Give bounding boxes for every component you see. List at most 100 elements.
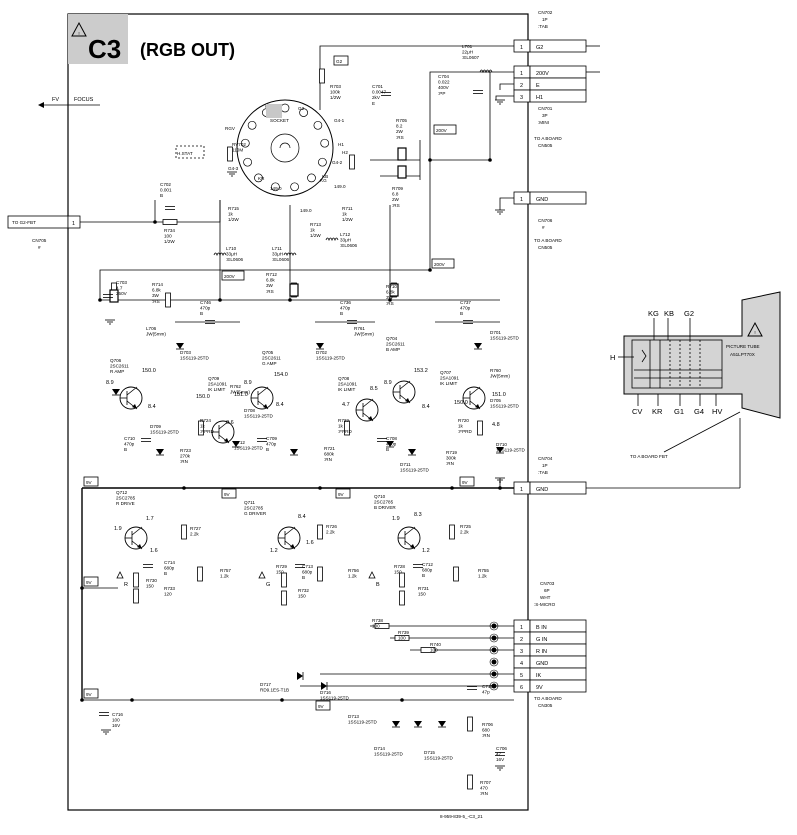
label-l712: L712	[340, 232, 351, 237]
transistor-q706	[119, 386, 143, 410]
svg-text:A51LPT70X: A51LPT70X	[730, 352, 755, 357]
label-r722: 1k	[338, 424, 344, 429]
label-q708: IK LIMIT	[338, 387, 356, 392]
label-c712: 680p	[422, 568, 433, 573]
label-c710: B	[124, 447, 127, 452]
label-r714: :RS	[152, 299, 160, 304]
svg-text:KR: KR	[258, 176, 265, 181]
label-r740: 100	[430, 648, 438, 653]
label-q706: R AMP	[110, 369, 124, 374]
voltage-q707_b: 151.0	[492, 392, 506, 398]
svg-text:2: 2	[520, 637, 523, 643]
label-r720: R720	[458, 418, 469, 423]
svg-text:9V: 9V	[462, 480, 469, 485]
svg-text:200V: 200V	[224, 274, 236, 279]
label-c716: 100	[112, 718, 120, 723]
label-r725: R725	[460, 524, 471, 529]
svg-text:149.0: 149.0	[334, 184, 346, 189]
label-l706: JW(5mm)	[146, 332, 166, 337]
label-l706: L706	[146, 326, 157, 331]
label-r724: :FPRD	[200, 429, 214, 434]
svg-text:3P: 3P	[542, 113, 548, 118]
label-c736: C736	[340, 300, 351, 305]
label-q709: IK LIMIT	[208, 387, 226, 392]
label-r723: 270k	[180, 454, 191, 459]
svg-text:1: 1	[520, 197, 523, 203]
label-r729: 150	[276, 570, 284, 575]
label-c708: 470p	[386, 442, 397, 447]
label-l710: :EL0606	[226, 257, 244, 262]
svg-text:H2: H2	[342, 150, 348, 155]
label-r734: 1/2W	[164, 239, 175, 244]
label-r732: 150	[298, 594, 306, 599]
label-c704: :PP	[438, 91, 445, 96]
label-r721: 680k	[324, 452, 335, 457]
voltage-ik_b: B	[376, 582, 380, 588]
svg-text:1: 1	[72, 221, 75, 227]
svg-text:KR: KR	[652, 407, 663, 416]
label-c736: 470p	[340, 306, 351, 311]
svg-text:TO G2-FBT: TO G2-FBT	[12, 220, 36, 225]
label-c706: C706	[496, 746, 507, 751]
label-rv702: RV702	[232, 142, 246, 147]
svg-text:1: 1	[520, 45, 523, 51]
cn704: CN704 1P :TAB 1 GND	[513, 456, 587, 495]
label-r730: R730	[146, 578, 157, 583]
label-q711: 2SC2785	[244, 506, 264, 511]
label-d716: D716	[320, 690, 331, 695]
label-d701: 1SS119-25TD	[490, 336, 519, 341]
transistor-q711	[277, 526, 301, 550]
svg-text::TAB: :TAB	[538, 470, 548, 475]
label-c701: 0.0047	[372, 90, 386, 95]
label-q704: Q704	[386, 336, 398, 341]
label-r719: 300k	[446, 456, 457, 461]
cn705: TO G2-FBT 1 CN705 #	[7, 215, 81, 250]
picture-tube: KG KB G2 H ! PICTURE TUBE A51LPT70X CV K…	[610, 291, 781, 459]
fv-label: FV	[52, 97, 59, 103]
label-q710: Q710	[374, 494, 386, 499]
svg-text:5: 5	[520, 673, 523, 679]
label-r715: R715	[228, 206, 239, 211]
label-c746: 470p	[200, 306, 211, 311]
cn706: 1 GND CN706 # TO A BOARD CN505	[513, 191, 587, 250]
label-r756: 1.2k	[348, 574, 357, 579]
label-l711: L711	[272, 246, 282, 251]
svg-text::S-MICRO: :S-MICRO	[534, 602, 556, 607]
label-c710: 470p	[124, 442, 135, 447]
label-d714: 1SS119-25TD	[374, 752, 403, 757]
label-r739: R739	[398, 630, 409, 635]
svg-text:9V: 9V	[338, 492, 345, 497]
label-q706: Q706	[110, 358, 122, 363]
voltage-q708_e: 8.5	[370, 386, 378, 392]
label-q709: 2SA1091	[208, 382, 227, 387]
svg-text:TO A BOARD: TO A BOARD	[534, 136, 562, 141]
label-r712: 3W	[266, 283, 274, 288]
label-c737: B	[460, 311, 463, 316]
label-c716: 16V	[112, 723, 121, 728]
svg-text:GND: GND	[536, 487, 548, 493]
svg-text:9V: 9V	[224, 492, 231, 497]
label-r713: 1k	[310, 228, 316, 233]
label-r709: 6.8	[392, 192, 399, 197]
svg-text:6P: 6P	[544, 588, 550, 593]
svg-text:CN305: CN305	[538, 703, 553, 708]
label-d702: 1SS119-25TD	[316, 356, 345, 361]
label-r728: R728	[394, 564, 405, 569]
cn702: CN702 1P :TAB 1 G2	[513, 10, 587, 53]
label-q705: Q705	[262, 350, 274, 355]
label-r726: 2.2k	[326, 530, 335, 535]
svg-text:1: 1	[520, 487, 523, 493]
label-c709: B	[266, 447, 269, 452]
svg-text:H: H	[610, 353, 615, 362]
svg-text:9V: 9V	[86, 480, 93, 485]
svg-text:E: E	[536, 83, 540, 89]
label-q712: Q712	[116, 490, 128, 495]
label-d702: D702	[316, 350, 327, 355]
label-c706: 47	[496, 752, 502, 757]
transistor-q705	[250, 386, 274, 410]
svg-text:KG: KG	[320, 178, 327, 183]
label-r729: R729	[276, 564, 287, 569]
transistor-q708	[355, 398, 379, 422]
svg-text:G2: G2	[298, 106, 305, 111]
